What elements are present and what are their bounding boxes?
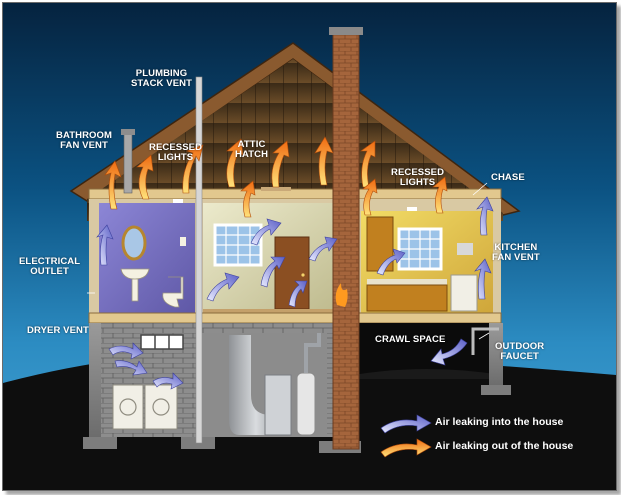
legend-leak-in-label: Air leaking into the house — [435, 416, 564, 428]
main-floor — [88, 312, 502, 324]
leak-out-arrow — [362, 178, 378, 216]
kitchen-counter — [367, 279, 447, 285]
label-crawl-space: CRAWL SPACE — [375, 334, 446, 345]
leak-in-arrow — [474, 258, 492, 300]
attic-gable — [87, 59, 503, 221]
water-heater — [296, 372, 316, 436]
leak-out-arrow — [182, 144, 204, 194]
kitchen-window — [397, 227, 443, 271]
recessed-light-kitchen — [407, 207, 417, 211]
water-heater-flue — [304, 333, 321, 373]
foundation-right — [489, 323, 503, 389]
leak-in-arrow — [250, 218, 282, 246]
chimney — [332, 30, 360, 450]
legend-leak-in-arrow — [380, 414, 432, 434]
door-knob — [301, 273, 305, 277]
leak-out-arrow — [314, 136, 334, 186]
leak-in-arrow — [152, 372, 184, 390]
leak-in-arrow — [260, 256, 286, 288]
foundation-left — [89, 323, 101, 443]
house-cutaway-illustration — [3, 27, 616, 490]
plumbing-stack-pipe — [195, 76, 203, 444]
bathroom-mirror — [121, 225, 147, 261]
label-chase: CHASE — [491, 172, 525, 183]
outdoor-faucet-pipe — [471, 327, 499, 355]
furnace — [264, 374, 292, 436]
leak-in-arrow — [430, 338, 468, 366]
leak-out-arrow — [271, 140, 290, 188]
leak-in-arrow — [376, 248, 406, 276]
leak-in-arrow — [308, 236, 338, 262]
hvac-ductwork — [229, 335, 283, 435]
leak-in-arrow — [476, 196, 494, 236]
leak-out-arrows — [104, 136, 448, 218]
basement-window — [140, 334, 184, 350]
leak-in-arrow — [96, 224, 114, 266]
leak-in-arrow — [206, 272, 240, 302]
kitchen-cabinet-left — [366, 216, 394, 272]
living-room-floor — [203, 309, 343, 313]
toilet — [162, 276, 184, 308]
fireplace-flame — [335, 283, 348, 307]
footing-left — [83, 437, 117, 449]
leak-in-arrow — [288, 280, 308, 308]
recessed-light-bath — [173, 199, 183, 203]
legend-leak-out-arrow — [380, 438, 432, 458]
leader-lines — [87, 182, 490, 340]
washer-dryer — [112, 384, 178, 430]
leak-out-arrow — [432, 176, 448, 214]
chimney-cap — [329, 27, 363, 35]
bathroom-sink — [120, 268, 150, 302]
stove — [450, 274, 478, 312]
kitchen-lower-cabinets — [366, 284, 448, 312]
living-room-window — [213, 223, 263, 267]
attic-hatch-panel — [261, 187, 291, 191]
leak-out-arrow — [136, 154, 154, 200]
leak-out-arrow — [226, 138, 244, 188]
range-hood — [457, 243, 473, 255]
leak-out-arrow — [360, 140, 376, 188]
leak-in-arrow — [108, 342, 144, 360]
leak-in-arrows — [96, 196, 494, 390]
label-dryer-vent: DRYER VENT — [27, 325, 89, 336]
bathroom-outlet-plate — [180, 237, 186, 246]
footing-right — [481, 385, 511, 395]
bathroom-fan-vent-pipe — [123, 130, 133, 194]
legend-leak-out-label: Air leaking out of the house — [435, 440, 574, 452]
leak-out-arrow — [240, 180, 256, 218]
crawl-space — [353, 323, 501, 375]
leak-out-arrow — [104, 160, 122, 210]
leak-in-arrow — [114, 360, 148, 376]
